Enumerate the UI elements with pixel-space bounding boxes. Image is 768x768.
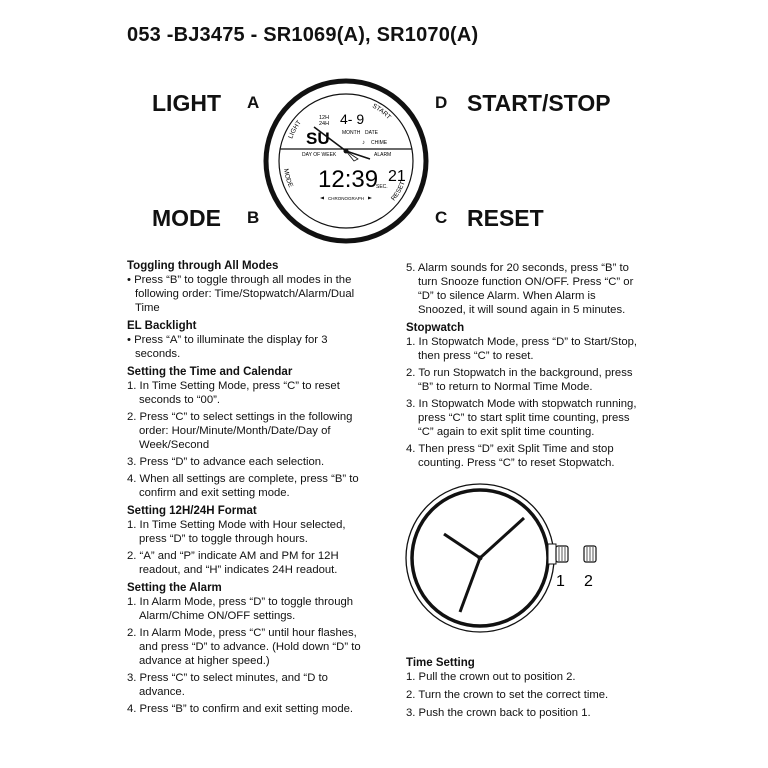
crown-diagram: 1 2	[405, 483, 597, 633]
label-month: MONTH	[342, 130, 361, 136]
light-letter: A	[247, 93, 260, 112]
list-item: 1. Pull the crown out to position 2.	[406, 671, 576, 683]
label-12h: 12H	[319, 115, 329, 121]
label-alarm: ALARM	[374, 152, 391, 158]
list-item: 4. When all settings are complete, press…	[127, 473, 359, 499]
mode-label: MODE	[152, 205, 221, 231]
chime-icon: ♪	[362, 140, 365, 146]
light-label: LIGHT	[152, 90, 221, 116]
section-heading-12h-24h: Setting 12H/24H Format	[127, 505, 257, 517]
list-item: 1. In Time Setting Mode with Hour select…	[127, 519, 346, 545]
list-item: 2. Turn the crown to set the correct tim…	[406, 689, 609, 701]
start-stop-label: START/STOP	[467, 90, 611, 116]
crown-position-2: 2	[584, 573, 593, 590]
left-column: Toggling through All Modes • Press “B” t…	[127, 259, 367, 720]
right-column: 5. Alarm sounds for 20 seconds, press “B…	[406, 261, 642, 474]
section-heading-stopwatch: Stopwatch	[406, 322, 465, 334]
seconds-digits: 21	[388, 168, 406, 185]
list-item: 1. In Time Setting Mode, press “C” to re…	[127, 380, 340, 406]
list-item: 1. In Stopwatch Mode, press “D” to Start…	[406, 336, 638, 362]
label-chronograph: CHRONOGRAPH	[328, 196, 364, 201]
label-24h: 24H	[319, 121, 329, 127]
list-item: 3. Push the crown back to position 1.	[406, 707, 591, 719]
main-digits: 12:39	[318, 166, 378, 193]
page-title: 053 -BJ3475 - SR1069(A), SR1070(A)	[127, 24, 479, 46]
reset-letter: C	[435, 208, 448, 227]
day-digits: SU	[306, 129, 330, 148]
list-item: 5. Alarm sounds for 20 seconds, press “B…	[406, 262, 634, 316]
section-heading-time-setting: Time Setting	[406, 657, 475, 669]
label-date: DATE	[365, 130, 379, 136]
section-heading-modes: Toggling through All Modes	[127, 260, 279, 272]
mode-letter: B	[247, 208, 260, 227]
list-item: 1. In Alarm Mode, press “D” to toggle th…	[127, 596, 354, 622]
list-item: • Press “A” to illuminate the display fo…	[127, 334, 328, 360]
list-item: 2. In Alarm Mode, press “C” until hour f…	[127, 627, 361, 667]
top-digits: 4- 9	[340, 111, 364, 127]
section-heading-time-calendar: Setting the Time and Calendar	[127, 366, 293, 378]
list-item: 4. Press “B” to confirm and exit setting…	[127, 703, 354, 715]
start-stop-letter: D	[435, 93, 448, 112]
list-item: 2. Press “C” to select settings in the f…	[127, 411, 353, 451]
list-item: 2. To run Stopwatch in the background, p…	[406, 367, 633, 393]
list-item: 3. In Stopwatch Mode with stopwatch runn…	[406, 398, 637, 438]
list-item: • Press “B” to toggle through all modes …	[127, 274, 355, 314]
section-heading-alarm: Setting the Alarm	[127, 582, 222, 594]
label-chime: CHIME	[371, 140, 388, 146]
label-sec: SEC.	[376, 184, 388, 190]
reset-label: RESET	[467, 205, 544, 231]
list-item: 3. Press “D” to advance each selection.	[127, 456, 325, 468]
crown-position-1: 1	[556, 573, 565, 590]
list-item: 4. Then press “D” exit Split Time and st…	[406, 443, 615, 469]
time-setting-section: Time Setting 1. Pull the crown out to po…	[406, 656, 642, 723]
list-item: 3. Press “C” to select minutes, and “D t…	[127, 672, 328, 698]
section-heading-backlight: EL Backlight	[127, 320, 197, 332]
list-item: 2. “A” and “P” indicate AM and PM for 12…	[127, 550, 339, 576]
label-day-of-week: DAY OF WEEK	[302, 152, 337, 158]
watch-face-diagram: LIGHT START MODE RESET 12H 24H 4- 9 SU M…	[263, 78, 429, 244]
